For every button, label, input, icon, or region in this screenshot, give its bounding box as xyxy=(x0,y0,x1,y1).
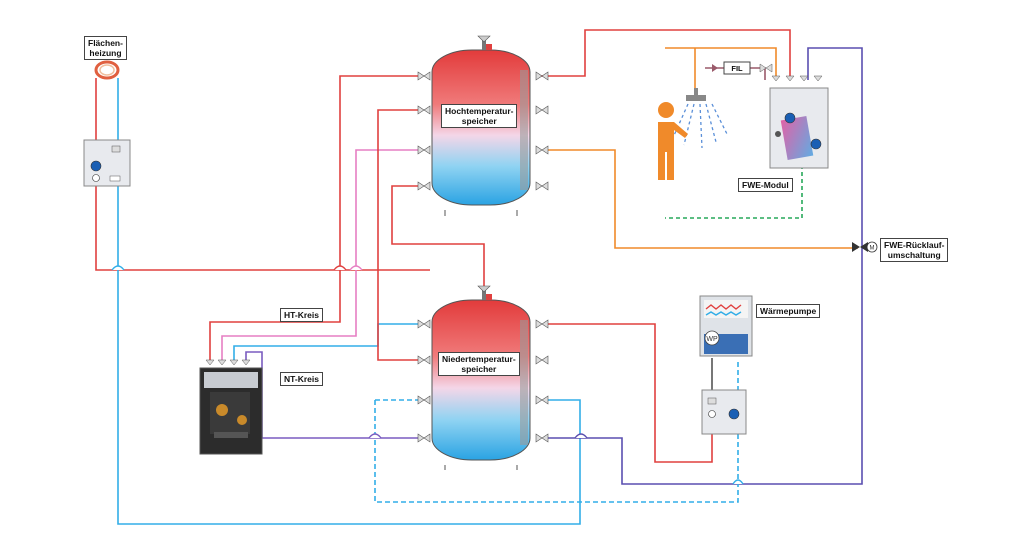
pipe-crossings xyxy=(111,265,744,485)
shower-icon xyxy=(671,88,729,149)
nt-circuit-label: NT-Kreis xyxy=(280,372,323,386)
fwe-orange-pipe xyxy=(548,149,858,249)
fwe-module-label: FWE-Modul xyxy=(738,178,793,192)
ht-to-fwe-supply-pipe xyxy=(540,29,791,80)
heat-pump-label: Wärmepumpe xyxy=(756,304,821,318)
ht-nt-connection-pipe xyxy=(391,185,485,300)
motor-label: M xyxy=(870,246,875,252)
nt-tank-label: Niedertemperatur- speicher xyxy=(438,352,520,376)
heat-pump xyxy=(699,295,753,357)
heat-pump-station xyxy=(701,389,747,435)
floor-heating-return-pipe xyxy=(117,78,581,525)
person-showering-icon xyxy=(658,102,688,180)
ht-nt-red-pipe xyxy=(377,109,420,361)
floor-heating-coil-icon xyxy=(94,60,120,80)
heating-circuit-station xyxy=(199,359,263,455)
fwe-return-switch-label: FWE-Rücklauf- umschaltung xyxy=(880,238,949,262)
floor-heating-label-line2: heizung xyxy=(89,48,122,58)
ht-circuit-red-pipe xyxy=(209,75,420,362)
hot-water-outlet-pipe xyxy=(665,47,777,80)
ht-tank-label-line2: speicher xyxy=(461,116,497,126)
nt-to-heatpump-supply-pipe xyxy=(548,323,713,463)
floor-heating-supply-pipe xyxy=(95,78,430,271)
tank-valves xyxy=(417,71,549,443)
nt-tank-label-line1: Niedertemperatur- xyxy=(442,354,516,364)
fil-filter xyxy=(712,61,773,75)
fil-label: FIL xyxy=(731,64,743,73)
fwe-return-valve xyxy=(852,241,878,253)
nt-tank-label-line2: speicher xyxy=(461,364,497,374)
fwe-return-purple-pipe xyxy=(548,47,863,485)
nt-circuit-purple-pipe xyxy=(245,351,420,439)
cold-water-green-pipe xyxy=(665,165,803,219)
ht-tank-label: Hochtemperatur- speicher xyxy=(441,104,518,128)
fwe-module xyxy=(769,75,829,169)
ht-circuit-label: HT-Kreis xyxy=(280,308,323,322)
fwe-return-switch-label-line1: FWE-Rücklauf- xyxy=(884,240,945,250)
ht-circuit-pink-pipe xyxy=(221,149,420,362)
floor-heating-pump-station xyxy=(83,139,131,187)
low-temperature-tank xyxy=(431,285,531,470)
wp-label: WP xyxy=(706,336,718,343)
heatpump-dashed-return-pipe xyxy=(374,360,739,503)
ht-tank-label-line1: Hochtemperatur- xyxy=(445,106,514,116)
floor-heating-label-line1: Flächen- xyxy=(88,38,123,48)
fwe-return-switch-label-line2: umschaltung xyxy=(887,250,941,260)
floor-heating-label: Flächen- heizung xyxy=(84,36,127,60)
